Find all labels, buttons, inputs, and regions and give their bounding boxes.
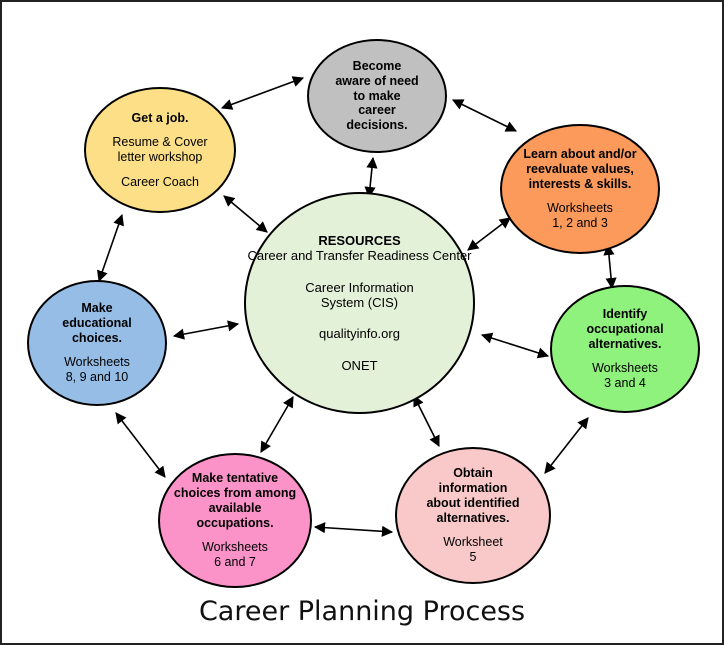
resources-onet: ONET bbox=[341, 357, 378, 373]
job-title: Get a job. bbox=[131, 110, 189, 125]
resources-site: qualityinfo.org bbox=[319, 326, 400, 342]
tentative-title: Make tentative choices from among availa… bbox=[173, 471, 297, 530]
arrow-identify-resources bbox=[480, 332, 550, 359]
tentative-worksheets: Worksheets 6 and 7 bbox=[202, 540, 268, 569]
identify-title: Identify occupational alternatives. bbox=[586, 307, 664, 351]
diagram-title: Career Planning Process bbox=[198, 596, 526, 627]
node-identify-alternatives: Identify occupational alternatives. Work… bbox=[550, 285, 700, 413]
node-resources: RESOURCES Career and Transfer Readiness … bbox=[244, 192, 475, 414]
arrow-learn-resources bbox=[467, 217, 511, 251]
learn-worksheets: Worksheets 1, 2 and 3 bbox=[547, 201, 613, 231]
arrow-learn-identify bbox=[603, 243, 617, 290]
arrow-obtain-resources bbox=[413, 394, 440, 448]
learn-title: Learn about and/or reevaluate values, in… bbox=[523, 147, 637, 191]
arrow-job-become bbox=[220, 76, 305, 110]
arrow-job-educational bbox=[97, 213, 124, 283]
node-tentative-choices: Make tentative choices from among availa… bbox=[158, 453, 312, 588]
node-become-aware: Become aware of need to make career deci… bbox=[307, 39, 447, 153]
node-learn-values: Learn about and/or reevaluate values, in… bbox=[500, 124, 660, 254]
arrow-job-resources bbox=[223, 195, 268, 233]
obtain-title: Obtain information about identified alte… bbox=[426, 466, 520, 525]
arrow-become-learn bbox=[451, 99, 518, 132]
job-coach: Career Coach bbox=[121, 174, 199, 189]
become-text: Become aware of need to make career deci… bbox=[335, 59, 419, 133]
obtain-worksheet: Worksheet 5 bbox=[443, 535, 503, 564]
identify-worksheets: Worksheets 3 and 4 bbox=[592, 361, 658, 391]
node-get-a-job: Get a job. Resume & Cover letter worksho… bbox=[84, 87, 236, 213]
arrow-educational-tentative bbox=[115, 412, 166, 478]
resources-cis: Career Information System (CIS) bbox=[305, 279, 414, 310]
arrow-become-resources bbox=[364, 156, 378, 199]
node-obtain-information: Obtain information about identified alte… bbox=[395, 447, 551, 584]
arrow-tentative-obtain bbox=[313, 522, 394, 537]
node-educational-choices: Make educational choices. Worksheets 8, … bbox=[27, 280, 167, 406]
arrow-tentative-resources bbox=[260, 396, 294, 453]
job-workshop: Resume & Cover letter workshop bbox=[112, 135, 208, 164]
educational-title: Make educational choices. bbox=[62, 301, 132, 345]
resources-title: RESOURCES bbox=[318, 233, 401, 249]
resources-center: Career and Transfer Readiness Center bbox=[247, 248, 472, 264]
educational-worksheets: Worksheets 8, 9 and 10 bbox=[64, 355, 130, 385]
arrow-identify-obtain bbox=[544, 417, 589, 474]
arrow-educational-resources bbox=[172, 320, 240, 340]
